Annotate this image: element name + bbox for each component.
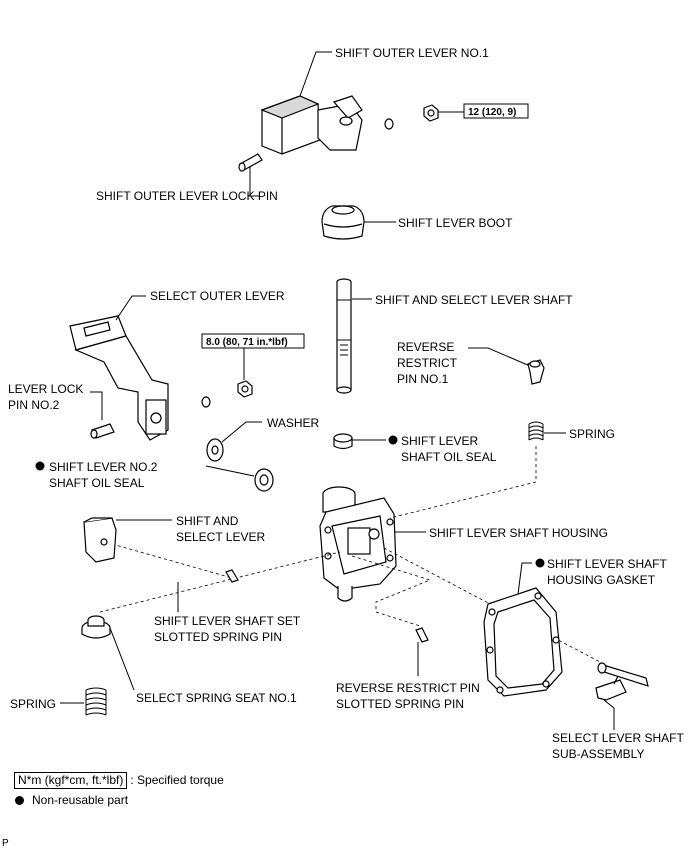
label-shift-lever-shaft-oil-seal-line2: SHAFT OIL SEAL <box>401 450 497 464</box>
select-outer-lever-part <box>69 315 169 441</box>
outer-lever-washer <box>384 118 394 130</box>
label-reverse-restrict-pin-no1-line1: REVERSE <box>397 340 454 354</box>
shift-lever-shaft-housing-part <box>319 486 397 602</box>
label-select-outer-lever: SELECT OUTER LEVER <box>150 289 285 303</box>
shift-outer-lever-lock-pin-part <box>238 153 263 172</box>
shift-and-select-lever-part <box>83 517 117 563</box>
spring-bottom-part <box>85 687 107 716</box>
label-shaft-set-spring-pin-line2: SLOTTED SPRING PIN <box>154 630 282 644</box>
label-shift-lever-boot: SHIFT LEVER BOOT <box>398 216 513 230</box>
non-reusable-dot-gasket <box>535 558 545 568</box>
select-lever-washer-small <box>201 396 211 408</box>
legend-non-reusable-row: Non-reusable part <box>14 790 224 810</box>
reverse-restrict-pin-no1-part <box>527 359 545 385</box>
label-shift-and-select-lever-line2: SELECT LEVER <box>176 530 265 544</box>
spring-top-part <box>528 421 544 441</box>
shift-lever-boot-part <box>321 205 365 240</box>
label-housing-gasket-line1: SHIFT LEVER SHAFT <box>547 557 667 571</box>
shift-lever-shaft-set-slotted-spring-pin-part <box>225 569 239 583</box>
label-select-lever-shaft-line2: SUB-ASSEMBLY <box>552 747 644 761</box>
legend-non-reusable-text: Non-reusable part <box>32 793 129 807</box>
lever-lock-pin-no2-part <box>90 423 115 439</box>
label-shift-outer-lever-lock-pin: SHIFT OUTER LEVER LOCK PIN <box>96 189 278 203</box>
label-housing-gasket-line2: HOUSING GASKET <box>547 573 656 587</box>
shift-lever-shaft-housing-gasket-part <box>483 587 563 697</box>
shift-outer-lever-no1-part <box>260 95 363 155</box>
torque-box-outer-lever <box>463 103 529 119</box>
label-select-spring-seat-no1: SELECT SPRING SEAT NO.1 <box>136 691 297 705</box>
label-spring-bottom: SPRING <box>10 697 56 711</box>
non-reusable-dot-no2-oil-seal <box>35 461 45 471</box>
label-shaft-set-spring-pin-line1: SHIFT LEVER SHAFT SET <box>154 614 301 628</box>
torque-box-select-lever <box>201 333 305 349</box>
washer-part <box>206 438 224 462</box>
shift-lever-no2-oil-seal-part <box>254 468 274 492</box>
select-lever-shaft-sub-assembly-part <box>595 662 649 701</box>
label-reverse-restrict-pin-no1-line2: RESTRICT <box>397 356 458 370</box>
shift-lever-shaft-oil-seal-part <box>333 433 353 450</box>
label-washer: WASHER <box>267 416 320 430</box>
outer-lever-nut <box>423 104 439 122</box>
legend: N*m (kgf*cm, ft.*lbf) : Specified torque… <box>14 770 224 810</box>
label-shift-lever-no2-oil-seal-line1: SHIFT LEVER NO.2 <box>49 460 158 474</box>
label-select-lever-shaft-line1: SELECT LEVER SHAFT <box>552 731 684 745</box>
label-shift-lever-no2-oil-seal-line2: SHAFT OIL SEAL <box>49 476 145 490</box>
reverse-restrict-pin-slotted-spring-pin-part <box>415 627 429 643</box>
label-shift-lever-shaft-housing: SHIFT LEVER SHAFT HOUSING <box>429 526 608 540</box>
torque-select-lever-value: 8.0 (80, 71 in.*lbf) <box>206 337 288 348</box>
label-reverse-restrict-spring-pin-line1: REVERSE RESTRICT PIN <box>336 681 480 695</box>
non-reusable-dot-oil-seal <box>388 435 398 445</box>
label-shift-and-select-lever-line1: SHIFT AND <box>176 514 239 528</box>
label-reverse-restrict-spring-pin-line2: SLOTTED SPRING PIN <box>336 697 464 711</box>
non-reusable-dot-icon <box>15 795 24 805</box>
label-shift-and-select-lever-shaft: SHIFT AND SELECT LEVER SHAFT <box>375 293 573 307</box>
label-shift-outer-lever-no1: SHIFT OUTER LEVER NO.1 <box>335 46 489 60</box>
legend-torque-description: : Specified torque <box>130 773 224 787</box>
label-shift-lever-shaft-oil-seal-line1: SHIFT LEVER <box>401 434 478 448</box>
legend-torque-unit-box: N*m (kgf*cm, ft.*lbf) <box>14 771 128 789</box>
legend-torque-row: N*m (kgf*cm, ft.*lbf) : Specified torque <box>14 770 224 790</box>
label-lever-lock-pin-no2-line1: LEVER LOCK <box>8 382 83 396</box>
label-spring-top: SPRING <box>569 427 615 441</box>
shift-and-select-lever-shaft-part <box>336 278 352 394</box>
select-lever-nut <box>237 380 253 398</box>
select-spring-seat-no1-part <box>81 615 111 639</box>
label-reverse-restrict-pin-no1-line3: PIN NO.1 <box>397 372 449 386</box>
torque-outer-lever-value: 12 (120, 9) <box>468 107 516 118</box>
page-code: P <box>2 838 9 849</box>
label-lever-lock-pin-no2-line2: PIN NO.2 <box>8 398 60 412</box>
